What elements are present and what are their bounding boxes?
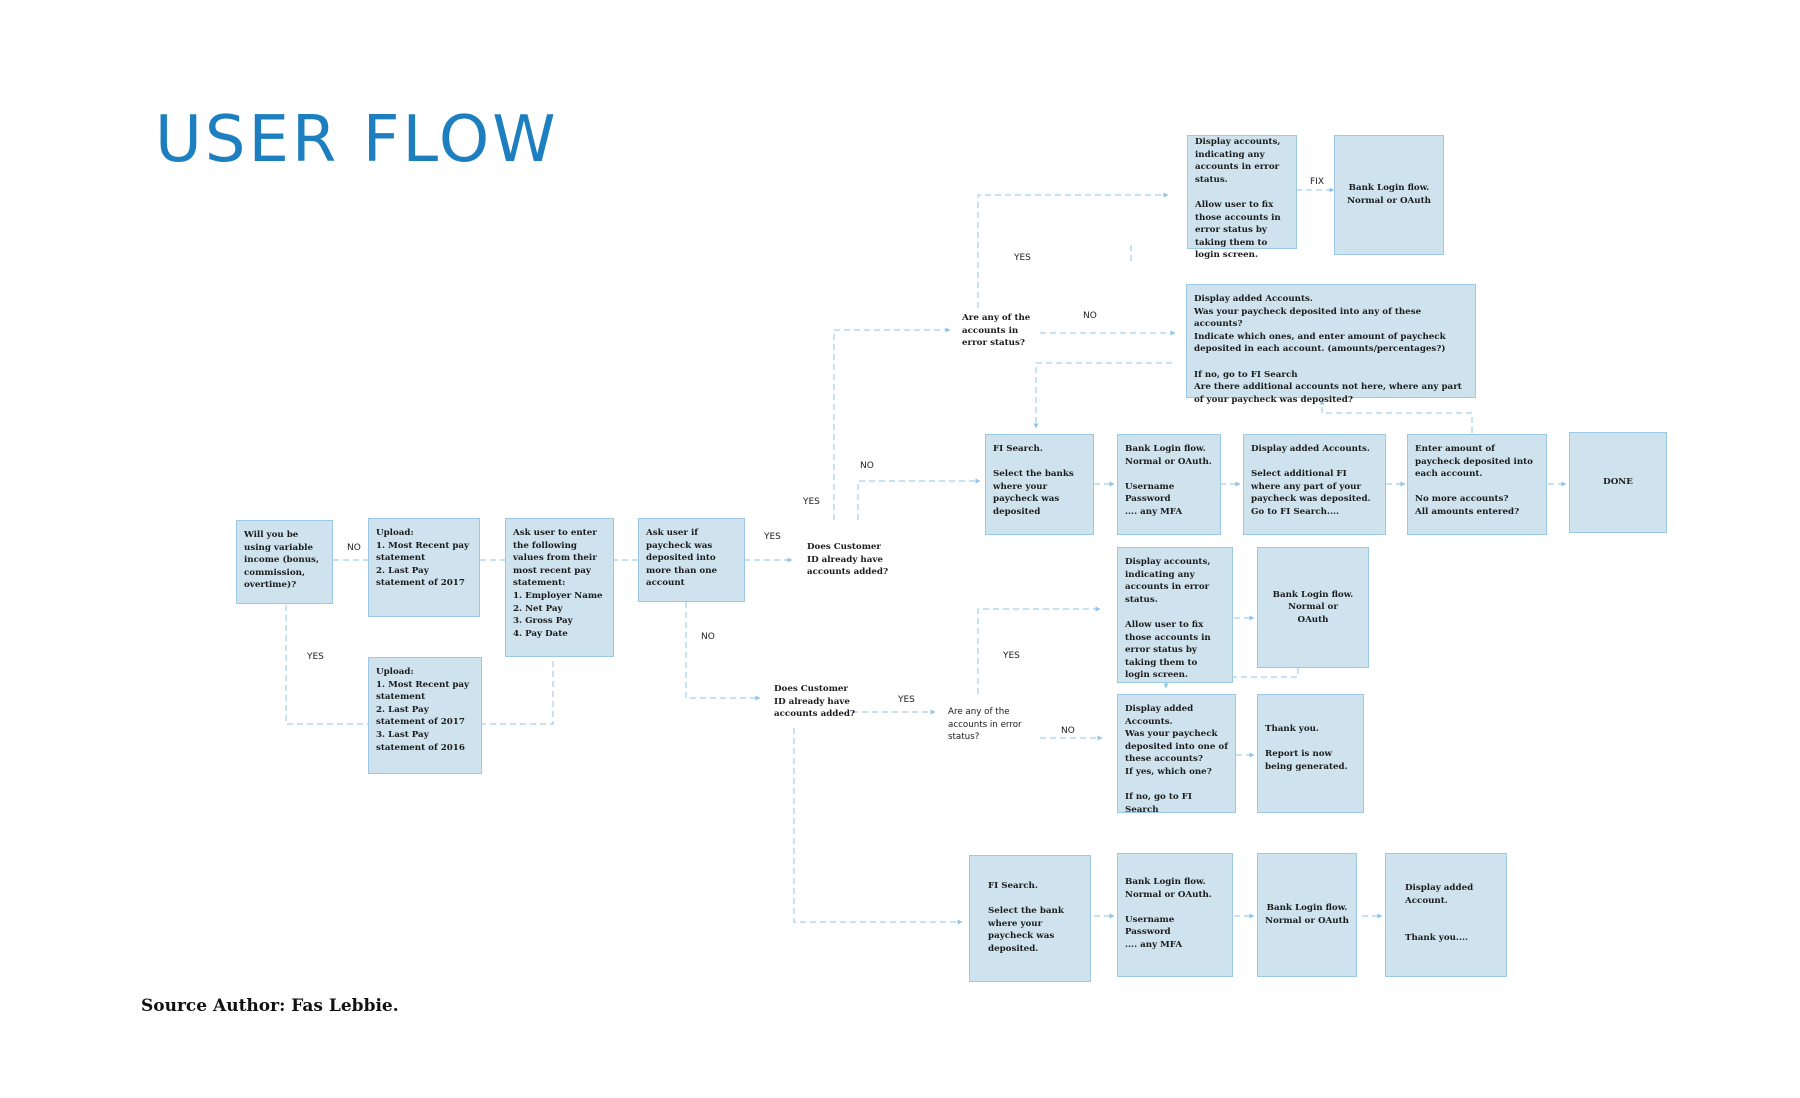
decision-customer-id-top: Does Customer ID already have accounts a… [807,542,889,578]
edge-amount-back [1319,399,1473,433]
box-display-added-top: Display added Accounts. Was your paychec… [1186,284,1476,405]
box-bank-login-top: Bank Login flow. Normal or OAuth [1334,135,1444,255]
box-fi-search-bottom: FI Search. Select the bank where your pa… [969,855,1091,982]
edge-cust-top-yes [833,327,951,520]
box-bank-login-bottom1: Bank Login flow. Normal or OAuth. Userna… [1117,853,1233,977]
box-fi-search-mid: FI Search. Select the banks where your p… [985,434,1094,535]
edge-income-yes [285,605,368,725]
box-display-added-low: Display added Accounts. Was your paychec… [1117,694,1236,815]
label-no-error-low: NO [1061,726,1075,736]
decision-error-status-top: Are any of the accounts in error status? [962,313,1031,349]
edge-err-top-yes [977,192,1169,308]
box-ask-multiple: Ask user if paycheck was deposited into … [638,518,745,602]
edge-cust-low-no [793,728,963,925]
box-bank-login-bottom2: Bank Login flow. Normal or OAuth [1257,853,1357,977]
edge-ask-no [685,602,761,701]
box-enter-values: Ask user to enter the following values f… [505,518,614,657]
label-no-error-top: NO [1083,311,1097,321]
page-title: USER FLOW [155,103,559,177]
box-thank-you-report: Thank you. Report is now being generated… [1257,694,1364,813]
edge-err-low-yes [977,606,1101,694]
box-done: DONE [1569,432,1667,533]
box-display-added-mid: Display added Accounts. Select additiona… [1243,434,1386,535]
label-no-customer-top: NO [860,461,874,471]
source-credit: Source Author: Fas Lebbie. [141,996,399,1016]
label-no-income: NO [347,543,361,553]
box-upload-three: Upload: 1. Most Recent pay statement 2. … [368,657,482,774]
edge-upload-three [480,655,554,725]
label-yes-income: YES [307,652,324,662]
decision-customer-id-low: Does Customer ID already have accounts a… [774,684,856,720]
box-display-added-bottom: Display added Account. Thank you.... [1385,853,1507,977]
box-enter-amount: Enter amount of paycheck deposited into … [1407,434,1547,535]
label-yes-multiple: YES [764,532,781,542]
label-fix: FIX [1310,177,1324,187]
label-yes-customer-low: YES [898,695,915,705]
box-upload-two: Upload: 1. Most Recent pay statement 2. … [368,518,480,617]
box-variable-income: Will you be using variable income (bonus… [236,520,333,604]
box-display-error-top: Display accounts, indicating any account… [1187,135,1297,260]
label-yes-error-top: YES [1014,253,1031,263]
box-bank-login-low: Bank Login flow. Normal or OAuth [1257,547,1369,668]
decision-error-status-low: Are any of the accounts in error status? [948,707,1022,743]
edge-cust-top-no [857,478,981,520]
edge-added-fi [1033,362,1172,429]
label-no-multiple: NO [701,632,715,642]
box-bank-login-mid: Bank Login flow. Normal or OAuth. Userna… [1117,434,1221,535]
label-yes-error-low: YES [1003,651,1020,661]
box-display-error-low: Display accounts, indicating any account… [1117,547,1233,683]
label-yes-customer-top: YES [803,497,820,507]
